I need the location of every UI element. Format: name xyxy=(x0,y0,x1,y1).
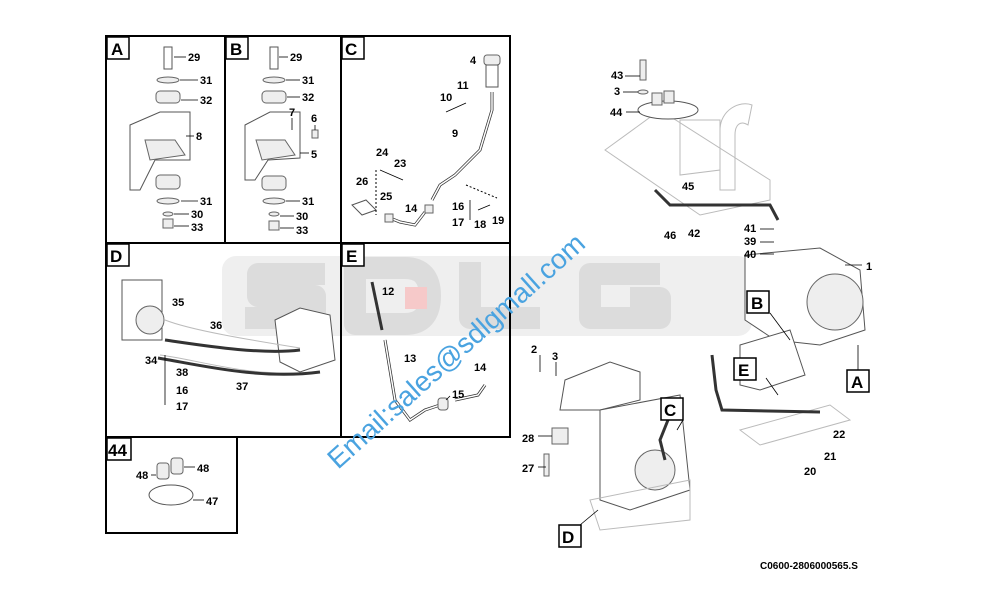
callout: 17 xyxy=(176,401,188,413)
panel-44-parts xyxy=(148,457,204,506)
callout: 40 xyxy=(744,249,756,261)
panel-label-a: A xyxy=(111,40,123,59)
panel-c-parts xyxy=(351,54,501,227)
callouts-panel-44: 48 48 47 xyxy=(136,463,218,508)
panel-label-b: B xyxy=(230,40,242,59)
callout: 22 xyxy=(833,429,845,441)
callout: 13 xyxy=(404,353,416,365)
panel-label-c: C xyxy=(345,40,357,59)
callout: 6 xyxy=(311,113,317,125)
main-assembly xyxy=(538,59,866,531)
callout: 31 xyxy=(200,75,212,87)
callouts-panel-a: 29 31 32 8 31 30 33 xyxy=(188,52,212,234)
callout: 11 xyxy=(457,80,469,92)
callout: 16 xyxy=(452,201,464,213)
callout: 31 xyxy=(302,196,314,208)
callout: 29 xyxy=(290,52,302,64)
panel-label-e: E xyxy=(346,247,357,266)
main-label-d: D xyxy=(562,528,574,547)
callout: 14 xyxy=(474,362,487,374)
callout: 30 xyxy=(191,209,203,221)
callout: 20 xyxy=(804,466,816,478)
callouts-panel-c: 4 11 10 9 24 23 26 25 14 16 17 18 19 xyxy=(356,55,504,231)
brand-watermark xyxy=(222,256,752,336)
callout: 33 xyxy=(191,222,203,234)
main-label-e: E xyxy=(738,361,749,380)
callout: 2 xyxy=(531,344,537,356)
callout: 30 xyxy=(296,211,308,223)
callout: 19 xyxy=(492,215,504,227)
callout: 31 xyxy=(200,196,212,208)
callouts-main: 43 3 44 45 46 42 41 39 40 1 2 3 28 27 22… xyxy=(522,70,872,478)
callout: 32 xyxy=(302,92,314,104)
callout: 31 xyxy=(302,75,314,87)
callout: 17 xyxy=(452,217,464,229)
main-label-a: A xyxy=(851,373,863,392)
callout: 21 xyxy=(824,451,836,463)
callout: 7 xyxy=(289,107,295,119)
callout: 47 xyxy=(206,496,218,508)
callout: 1 xyxy=(866,261,872,273)
callout: 35 xyxy=(172,297,184,309)
panel-frames xyxy=(105,35,511,534)
callout: 29 xyxy=(188,52,200,64)
callout: 10 xyxy=(440,92,452,104)
callout: 27 xyxy=(522,463,534,475)
callout: 4 xyxy=(470,55,477,67)
panel-a-parts xyxy=(129,46,198,229)
callouts-panel-e: 12 13 15 14 xyxy=(382,286,487,401)
callout: 45 xyxy=(682,181,694,193)
callout: 3 xyxy=(552,351,558,363)
callout: 34 xyxy=(145,355,158,367)
callout: 48 xyxy=(136,470,148,482)
callout: 41 xyxy=(744,223,756,235)
callout: 48 xyxy=(197,463,209,475)
panel-d-parts xyxy=(121,279,336,405)
panel-labels: A B C D E 44 xyxy=(106,36,365,461)
callout: 28 xyxy=(522,433,534,445)
panel-label-44: 44 xyxy=(108,441,127,460)
callout: 33 xyxy=(296,225,308,237)
panel-b-parts xyxy=(244,46,319,231)
callout: 36 xyxy=(210,320,222,332)
main-label-c: C xyxy=(664,401,676,420)
callout: 3 xyxy=(614,86,620,98)
callout: 42 xyxy=(688,228,700,240)
panel-e-parts xyxy=(370,281,487,423)
callout: 39 xyxy=(744,236,756,248)
callout: 12 xyxy=(382,286,394,298)
callout: 18 xyxy=(474,219,486,231)
main-label-b: B xyxy=(751,294,763,313)
callout: 5 xyxy=(311,149,317,161)
callout: 8 xyxy=(196,131,202,143)
callout: 25 xyxy=(380,191,392,203)
callout: 9 xyxy=(452,128,458,140)
panel-label-d: D xyxy=(110,247,122,266)
callout: 43 xyxy=(611,70,623,82)
callout: 37 xyxy=(236,381,248,393)
callout: 14 xyxy=(405,203,418,215)
drawing-code: C0600-2806000565.S xyxy=(760,561,858,572)
callout: 26 xyxy=(356,176,368,188)
callout: 32 xyxy=(200,95,212,107)
callout: 24 xyxy=(376,147,389,159)
callout: 23 xyxy=(394,158,406,170)
callout: 16 xyxy=(176,385,188,397)
callout: 44 xyxy=(610,107,623,119)
callout: 38 xyxy=(176,367,188,379)
main-labels: B E A C D xyxy=(558,290,870,548)
callout: 46 xyxy=(664,230,676,242)
callout: 15 xyxy=(452,389,464,401)
callouts-panel-d: 35 36 34 38 37 16 17 xyxy=(145,297,248,413)
callouts-panel-b: 29 31 32 7 6 5 31 30 33 xyxy=(289,52,317,237)
